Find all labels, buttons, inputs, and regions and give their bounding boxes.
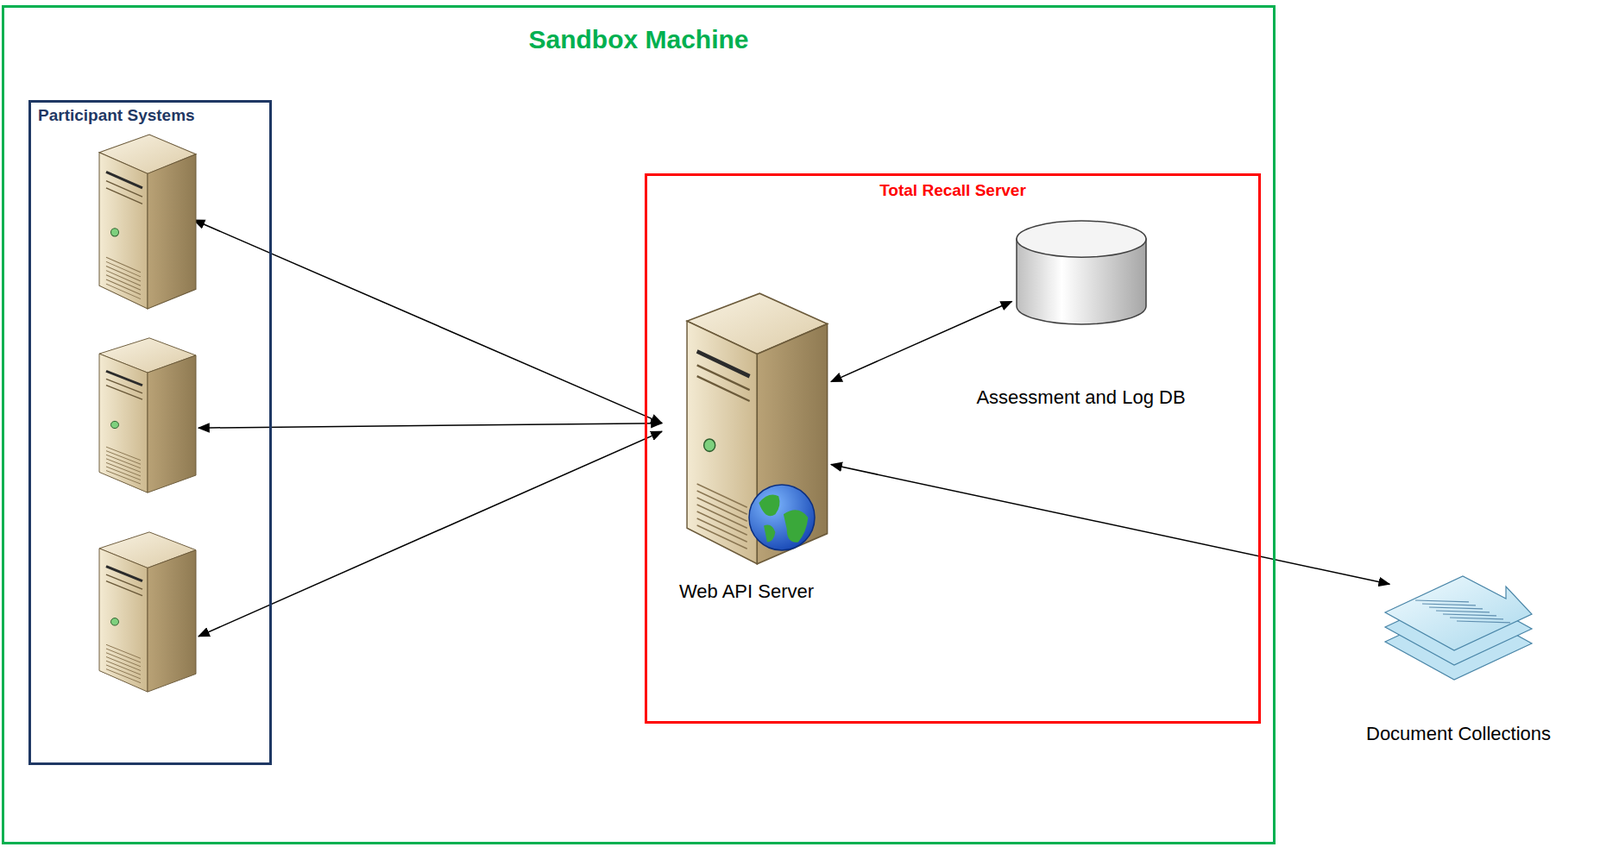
server-group: Web API Server Assessment and Log DB Total…: [644, 173, 1261, 725]
box-title: Sandbox Machine: [4, 25, 1273, 55]
web-server: Web API Server: [638, 290, 855, 604]
connector-arrow: [831, 301, 1012, 382]
box-title: Participant Systems: [37, 106, 196, 126]
connector-arrow: [831, 465, 1390, 586]
icon-label: Web API Server: [679, 580, 814, 604]
connector-arrow: [198, 423, 662, 429]
icon-label: Document Collections: [1366, 723, 1551, 746]
document-store: Document Collections: [1329, 560, 1588, 746]
machine-boundary: Participant SystemsWeb API Server Assessm…: [1, 5, 1276, 845]
connector-arrow: [194, 220, 662, 424]
server-icon: [81, 132, 199, 311]
participant-group: Participant Systems: [28, 100, 272, 766]
server-icon: [81, 336, 199, 495]
connector-arrow: [198, 431, 662, 637]
docs-icon: [1376, 560, 1541, 679]
database: Assessment and Log DB: [932, 219, 1230, 410]
server-icon: [81, 530, 199, 694]
db-icon: [1014, 219, 1148, 327]
server-globe-icon: [661, 290, 832, 567]
box-title: Total Recall Server: [647, 181, 1259, 201]
icon-label: Assessment and Log DB: [976, 386, 1185, 410]
